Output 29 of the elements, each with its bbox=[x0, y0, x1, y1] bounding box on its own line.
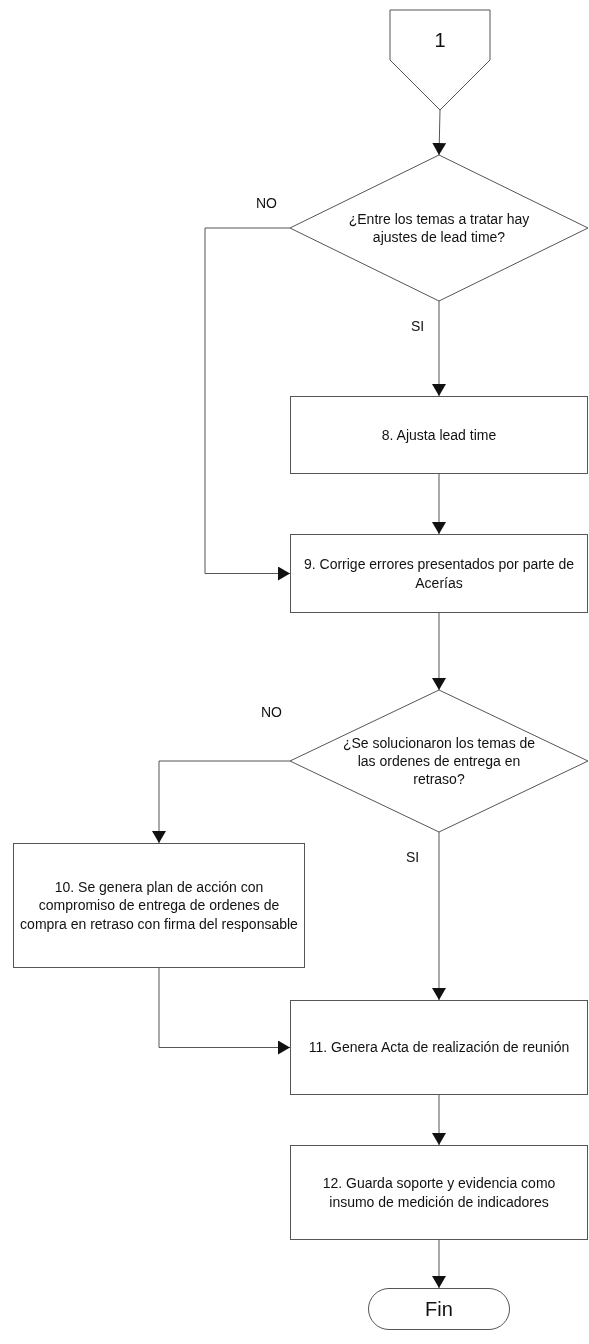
connector-number: 1 bbox=[434, 28, 446, 53]
arrow bbox=[432, 1094, 446, 1146]
process-text: 12. Guarda soporte y evidencia como insumo de medición de indicadores bbox=[321, 1174, 557, 1211]
arrow bbox=[432, 612, 446, 691]
edge-label: NO bbox=[255, 195, 278, 211]
process-text: 9. Corrige errores presentados por parte de Acerías bbox=[302, 555, 575, 592]
process-box bbox=[290, 1145, 588, 1240]
arrow bbox=[432, 831, 446, 1001]
arrow bbox=[204, 227, 291, 581]
arrow bbox=[152, 760, 291, 844]
process-box bbox=[13, 843, 305, 968]
edge-label: SI bbox=[405, 849, 421, 865]
arrow bbox=[158, 967, 291, 1055]
decision-text: ¿Entre los temas a tratar hay ajustes de lead time? bbox=[347, 209, 531, 247]
arrow bbox=[432, 1239, 446, 1289]
process-box bbox=[290, 534, 588, 613]
process-text: 8. Ajusta lead time bbox=[381, 425, 497, 445]
process-box bbox=[290, 396, 588, 474]
terminal-text: Fin bbox=[425, 1297, 453, 1322]
arrow bbox=[432, 109, 447, 156]
process-box bbox=[290, 1000, 588, 1095]
edge-label: NO bbox=[260, 704, 283, 720]
process-text: 10. Se genera plan de acción con compromiso de entrega de ordenes de compra en retraso con firma del responsable bbox=[20, 878, 298, 933]
edge-label: SI bbox=[410, 318, 426, 334]
terminal-shape bbox=[368, 1288, 510, 1330]
arrow bbox=[432, 300, 446, 397]
decision-text: ¿Se solucionaron los temas de las ordenes de entrega en retraso? bbox=[341, 733, 537, 789]
arrow bbox=[432, 473, 446, 535]
process-text: 11. Genera Acta de realización de reunión bbox=[308, 1038, 570, 1057]
